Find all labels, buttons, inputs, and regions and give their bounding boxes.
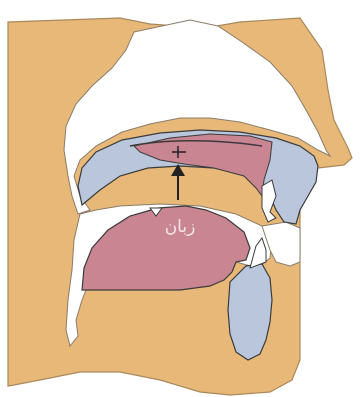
tongue-label: زبان — [165, 217, 196, 237]
